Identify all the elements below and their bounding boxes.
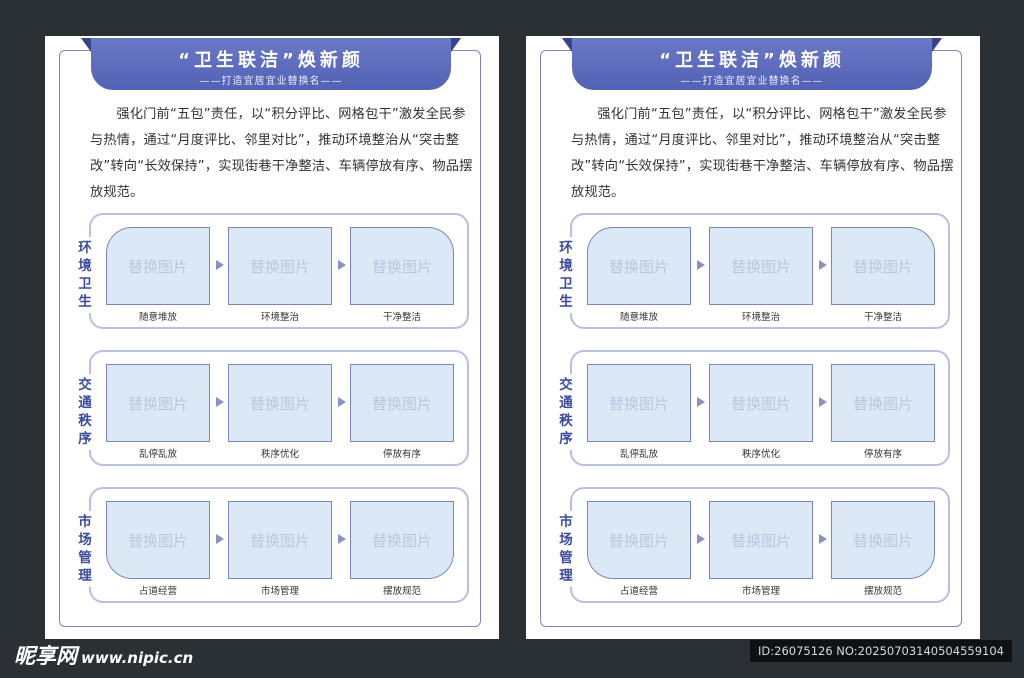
section-label: 交通秩序 [75, 374, 95, 450]
image-placeholder: 替换图片 [587, 364, 691, 442]
image-placeholder: 替换图片 [106, 501, 210, 579]
arrow-right-icon [338, 397, 346, 407]
image-caption: 市场管理 [260, 586, 299, 597]
image-caption: 占道经营 [619, 586, 658, 597]
section-market: 市场管理 替换图片 替换图片 替换图片 占道经营 市场管理 摆放规范 [556, 487, 950, 603]
arrow-right-icon [338, 260, 346, 270]
image-placeholder: 替换图片 [228, 227, 332, 305]
title-banner: “卫生联洁”焕新颜 ——打造宜居宜业替换名—— [81, 38, 461, 90]
section-traffic: 交通秩序 替换图片 替换图片 替换图片 乱停乱放 秩序优化 停放有序 [556, 350, 950, 466]
image-placeholder: 替换图片 [831, 364, 935, 442]
image-caption: 环境整治 [260, 312, 299, 323]
title-banner: “卫生联洁”焕新颜 ——打造宜居宜业替换名—— [562, 38, 942, 90]
arrow-right-icon [697, 534, 705, 544]
image-placeholder: 替换图片 [587, 501, 691, 579]
image-placeholder: 替换图片 [228, 364, 332, 442]
section-environment: 环境卫生 替换图片 替换图片 替换图片 随意堆放 环境整治 干净整洁 [556, 213, 950, 329]
arrow-right-icon [697, 397, 705, 407]
image-caption: 停放有序 [863, 449, 902, 460]
image-placeholder: 替换图片 [228, 501, 332, 579]
image-caption: 摆放规范 [382, 586, 421, 597]
arrow-right-icon [216, 534, 224, 544]
poster-subtitle: ——打造宜居宜业替换名—— [680, 76, 824, 87]
section-label: 环境卫生 [556, 237, 576, 313]
image-placeholder: 替换图片 [709, 501, 813, 579]
intro-paragraph: 强化门前“五包”责任，以“积分评比、网格包干”激发全民参与热情，通过“月度评比、… [571, 107, 954, 200]
image-placeholder: 替换图片 [106, 364, 210, 442]
section-label: 交通秩序 [556, 374, 576, 450]
image-caption: 干净整洁 [382, 312, 421, 323]
image-placeholder: 替换图片 [831, 227, 935, 305]
arrow-right-icon [819, 397, 827, 407]
poster-title: “卫生联洁”焕新颜 [178, 50, 364, 71]
section-market: 市场管理 替换图片 替换图片 替换图片 占道经营 市场管理 摆放规范 [75, 487, 469, 603]
arrow-right-icon [216, 260, 224, 270]
image-placeholder: 替换图片 [350, 227, 454, 305]
arrow-right-icon [697, 260, 705, 270]
image-placeholder: 替换图片 [587, 227, 691, 305]
image-caption: 摆放规范 [863, 586, 902, 597]
image-caption: 秩序优化 [260, 449, 299, 460]
image-id-bar: ID:26075126 NO:20250703140504559104 [750, 640, 1012, 662]
image-placeholder: 替换图片 [106, 227, 210, 305]
image-placeholder: 替换图片 [831, 501, 935, 579]
poster-right: “卫生联洁”焕新颜 ——打造宜居宜业替换名—— 强化门前“五包”责任，以“积分评… [526, 36, 980, 639]
arrow-right-icon [338, 534, 346, 544]
image-placeholder: 替换图片 [709, 227, 813, 305]
section-label: 市场管理 [556, 511, 576, 587]
poster-subtitle: ——打造宜居宜业替换名—— [199, 76, 343, 87]
arrow-right-icon [819, 260, 827, 270]
section-label: 市场管理 [75, 511, 95, 587]
image-placeholder: 替换图片 [350, 364, 454, 442]
section-traffic: 交通秩序 替换图片 替换图片 替换图片 乱停乱放 秩序优化 停放有序 [75, 350, 469, 466]
image-caption: 占道经营 [138, 586, 177, 597]
poster-title: “卫生联洁”焕新颜 [659, 50, 845, 71]
arrow-right-icon [216, 397, 224, 407]
image-placeholder: 替换图片 [350, 501, 454, 579]
image-caption: 环境整治 [741, 312, 780, 323]
image-caption: 秩序优化 [741, 449, 780, 460]
image-caption: 随意堆放 [138, 312, 177, 323]
image-caption: 随意堆放 [619, 312, 658, 323]
watermark-url: www.nipic.cn [81, 649, 194, 667]
arrow-right-icon [819, 534, 827, 544]
poster-left: “卫生联洁”焕新颜 ——打造宜居宜业替换名—— 强化门前“五包”责任，以“积分评… [45, 36, 499, 639]
watermark-brand: 昵享网 [14, 644, 77, 668]
section-environment: 环境卫生 替换图片 替换图片 替换图片 随意堆放 环境整治 干净整洁 [75, 213, 469, 329]
section-label: 环境卫生 [75, 237, 95, 313]
image-caption: 停放有序 [382, 449, 421, 460]
intro-paragraph: 强化门前“五包”责任，以“积分评比、网格包干”激发全民参与热情，通过“月度评比、… [90, 107, 473, 200]
image-caption: 乱停乱放 [619, 449, 658, 460]
image-placeholder: 替换图片 [709, 364, 813, 442]
image-caption: 市场管理 [741, 586, 780, 597]
image-caption: 乱停乱放 [138, 449, 177, 460]
image-caption: 干净整洁 [863, 312, 902, 323]
